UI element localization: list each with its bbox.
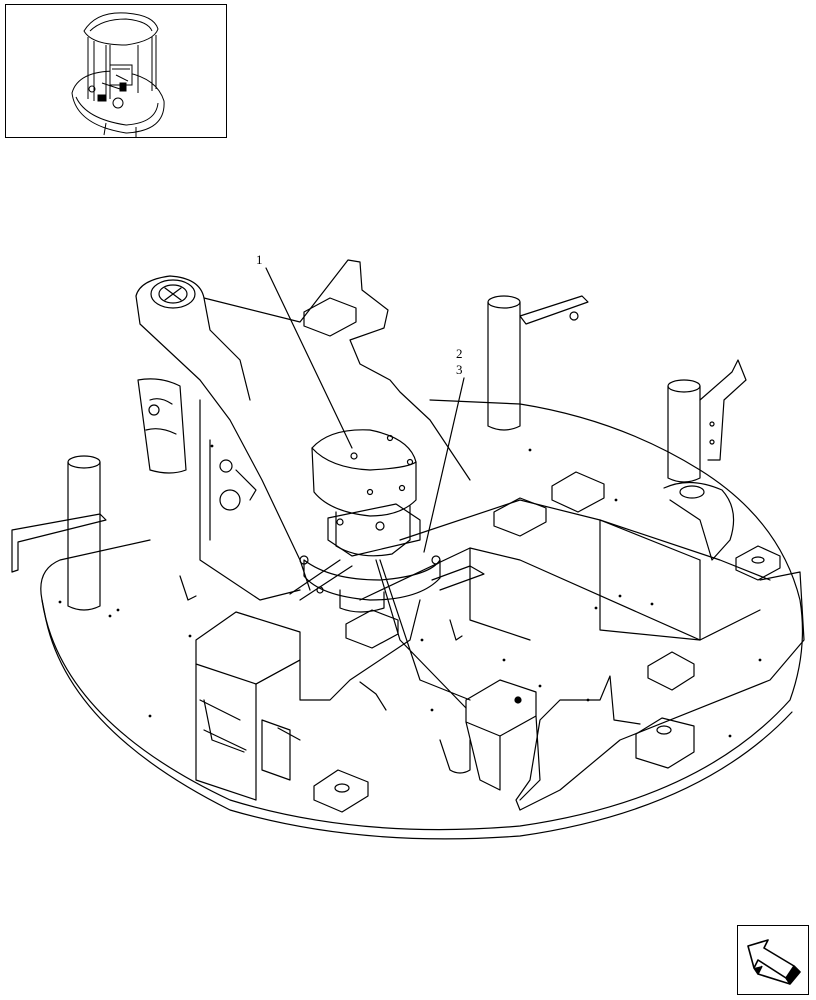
next-page-button[interactable] [737, 925, 809, 995]
leader-line-2-3 [423, 377, 465, 553]
callout-3: 3 [456, 362, 463, 377]
turntable-base-plate [41, 399, 804, 831]
callout-1: 1 [256, 252, 263, 267]
callout-2: 2 [456, 346, 463, 361]
swing-bracket [135, 259, 471, 481]
swing-motor [311, 429, 417, 517]
next-page-arrow-icon [747, 939, 801, 985]
leader-line-1 [265, 267, 353, 449]
machine-overview-icon [71, 12, 165, 137]
overview-thumbnail [5, 4, 227, 138]
